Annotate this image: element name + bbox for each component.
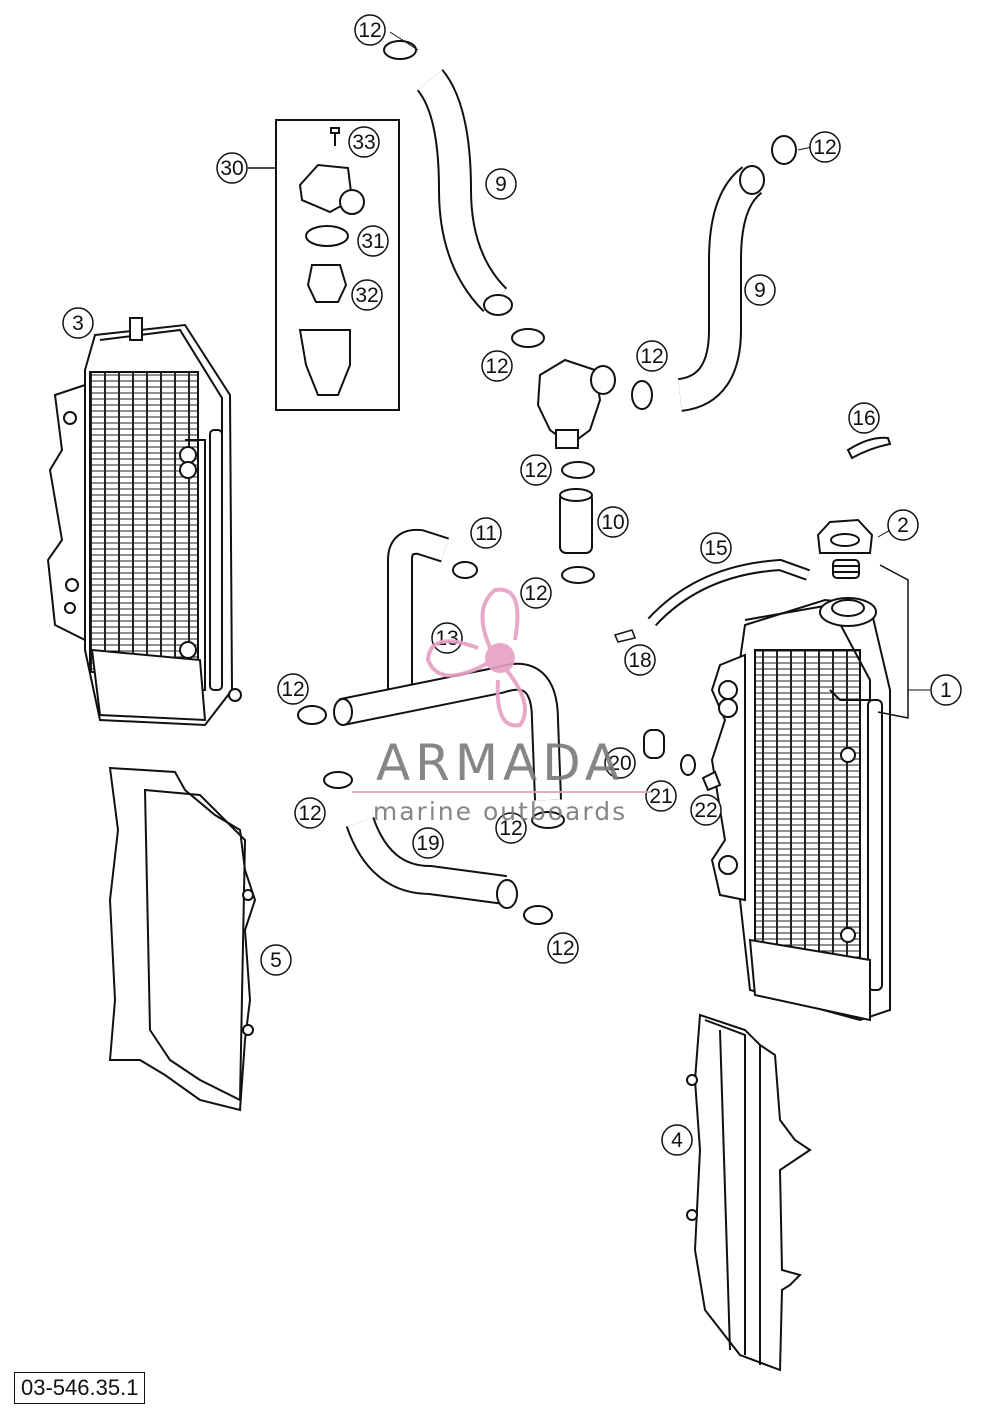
- callout-3: 3: [62, 307, 94, 339]
- callout-30: 30: [216, 152, 248, 184]
- svg-text:12: 12: [358, 19, 381, 42]
- svg-text:12: 12: [813, 136, 836, 159]
- svg-text:10: 10: [601, 511, 624, 534]
- callout-12: 12: [520, 454, 552, 486]
- radiator-shroud-4: [686, 1013, 812, 1372]
- svg-text:ARMADA: ARMADA: [376, 734, 624, 792]
- callout-31: 31: [357, 225, 389, 257]
- svg-text:16: 16: [852, 407, 875, 430]
- callout-20: 20: [604, 747, 636, 779]
- svg-text:9: 9: [754, 279, 766, 302]
- callout-19: 19: [412, 827, 444, 859]
- small-clip: [613, 629, 637, 643]
- svg-text:2: 2: [897, 514, 909, 537]
- svg-text:21: 21: [649, 785, 672, 808]
- callout-33: 33: [348, 126, 380, 158]
- svg-text:4: 4: [671, 1129, 683, 1152]
- watermark-logo: ARMADA marine outboards: [352, 587, 650, 826]
- callout-2: 2: [887, 509, 919, 541]
- svg-text:1: 1: [940, 679, 952, 702]
- callout-12: 12: [636, 340, 668, 372]
- hose-19: [345, 816, 518, 909]
- svg-text:20: 20: [608, 752, 631, 775]
- radiator-cap: [816, 518, 874, 579]
- svg-text:12: 12: [524, 459, 547, 482]
- svg-text:30: 30: [220, 157, 243, 180]
- callout-18: 18: [624, 644, 656, 676]
- callout-12: 12: [277, 673, 309, 705]
- svg-text:12: 12: [281, 678, 304, 701]
- svg-text:33: 33: [352, 131, 375, 154]
- svg-text:12: 12: [485, 355, 508, 378]
- callout-9: 9: [485, 168, 517, 200]
- callout-12: 12: [809, 131, 841, 163]
- svg-text:12: 12: [298, 802, 321, 825]
- callout-12: 12: [481, 350, 513, 382]
- svg-text:19: 19: [416, 832, 439, 855]
- callout-4: 4: [661, 1124, 693, 1156]
- upper-hose-right: [677, 165, 765, 412]
- radiator-shroud-5: [108, 766, 257, 1112]
- left-radiator: [46, 317, 242, 727]
- callout-15: 15: [700, 532, 732, 564]
- svg-text:13: 13: [435, 627, 458, 650]
- callout-11: 11: [470, 517, 502, 549]
- callout-16: 16: [848, 402, 880, 434]
- callout-22: 22: [690, 794, 722, 826]
- svg-text:11: 11: [475, 522, 497, 545]
- callout-13: 13: [431, 622, 463, 654]
- upper-hose-left: [416, 69, 513, 316]
- svg-text:9: 9: [495, 173, 507, 196]
- svg-text:12: 12: [524, 582, 547, 605]
- svg-text:31: 31: [361, 230, 384, 253]
- hose-13: [333, 662, 562, 801]
- svg-text:12: 12: [640, 345, 663, 368]
- callout-1: 1: [930, 674, 962, 706]
- right-radiator: [710, 597, 891, 1022]
- svg-text:12: 12: [551, 937, 574, 960]
- callout-12: 12: [354, 14, 386, 46]
- hose-clip: [846, 436, 892, 460]
- svg-text:18: 18: [628, 649, 651, 672]
- connector-hose: [559, 488, 593, 554]
- callout-9: 9: [744, 274, 776, 306]
- callout-12: 12: [520, 577, 552, 609]
- callout-10: 10: [597, 506, 629, 538]
- svg-text:3: 3: [72, 312, 84, 335]
- svg-text:marine outboards: marine outboards: [373, 797, 627, 826]
- callout-5: 5: [260, 944, 292, 976]
- svg-text:22: 22: [694, 799, 717, 822]
- water-pump-housing: [536, 358, 616, 449]
- svg-text:32: 32: [355, 284, 378, 307]
- svg-text:5: 5: [270, 949, 282, 972]
- callout-32: 32: [351, 279, 383, 311]
- callout-21: 21: [645, 780, 677, 812]
- callout-12: 12: [495, 812, 527, 844]
- svg-text:15: 15: [704, 537, 727, 560]
- hose-clamps: [297, 40, 797, 925]
- svg-text:12: 12: [499, 817, 522, 840]
- drawing-code: 03-546.35.1: [14, 1372, 146, 1404]
- hose-11: [387, 528, 449, 690]
- grommet-washer-bolt: [643, 729, 722, 792]
- callout-12: 12: [547, 932, 579, 964]
- callout-12: 12: [294, 797, 326, 829]
- thermostat-kit: [275, 119, 400, 411]
- propeller-icon: [425, 587, 527, 728]
